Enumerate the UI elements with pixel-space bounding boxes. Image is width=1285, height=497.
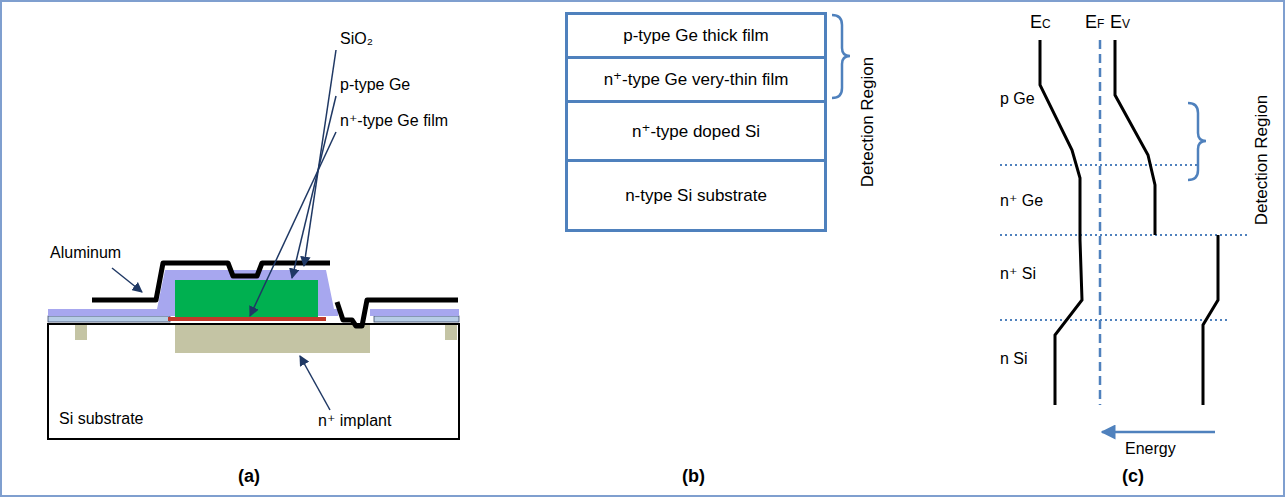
band-label: EC: [1030, 12, 1051, 33]
axis-label: Energy: [1125, 440, 1176, 458]
layer-box: n⁺-type Ge very-thin film: [565, 56, 827, 103]
region-name: p Ge: [1000, 90, 1035, 108]
substrate-region: Si substrate: [47, 323, 460, 440]
field-oxide: [48, 316, 170, 322]
layer-label: Si substrate: [59, 410, 143, 428]
leader-line: [300, 356, 330, 410]
leader-line: [112, 268, 142, 292]
part-label: SiO₂: [340, 30, 373, 48]
region-label: Detection Region: [1252, 95, 1272, 225]
side-implant: [445, 323, 457, 340]
n-implant: [175, 323, 370, 353]
interface-line: [1000, 234, 1250, 236]
interface-line: [1000, 319, 1228, 321]
region-label: Detection Region: [858, 57, 878, 187]
layer-label: n⁺-type Ge very-thin film: [604, 69, 789, 90]
panel-label: (b): [682, 466, 705, 487]
field-oxide: [374, 316, 459, 322]
leader-line: [292, 96, 336, 278]
ge-block: [175, 280, 318, 318]
bracket: [832, 15, 850, 98]
part-label: n⁺ implant: [318, 412, 391, 430]
ge-thin-film: [168, 317, 326, 321]
region-name: n Si: [1000, 350, 1028, 368]
layer-label: n⁺-type doped Si: [632, 121, 760, 142]
valence-band: [1115, 40, 1155, 235]
leader-line: [304, 50, 336, 266]
layer-box: n-type Si substrate: [565, 159, 827, 232]
part-label: n⁺-type Ge film: [340, 112, 448, 130]
layer-label: p-type Ge thick film: [623, 26, 769, 46]
band-label: EF: [1085, 12, 1104, 33]
oxide-layer: [370, 309, 459, 316]
bracket: [1188, 103, 1206, 180]
panel-label: (c): [1122, 466, 1144, 487]
region-name: n⁺ Ge: [1000, 192, 1043, 210]
panel-label: (a): [238, 466, 260, 487]
layer-box: n⁺-type doped Si: [565, 100, 827, 162]
energy-arrow: [1102, 431, 1215, 434]
valence-band: [1203, 235, 1218, 405]
layer-box: p-type Ge thick film: [565, 12, 827, 59]
band-label: EV: [1110, 12, 1130, 33]
layer-label: n-type Si substrate: [625, 186, 767, 206]
conduction-band: [1040, 40, 1082, 405]
side-implant: [75, 323, 87, 340]
fermi-level: [1099, 40, 1102, 405]
interface-line: [1000, 164, 1200, 166]
part-label: p-type Ge: [340, 76, 410, 94]
leader-line: [250, 132, 336, 316]
part-label: Aluminum: [50, 244, 121, 262]
region-name: n⁺ Si: [1000, 265, 1036, 283]
